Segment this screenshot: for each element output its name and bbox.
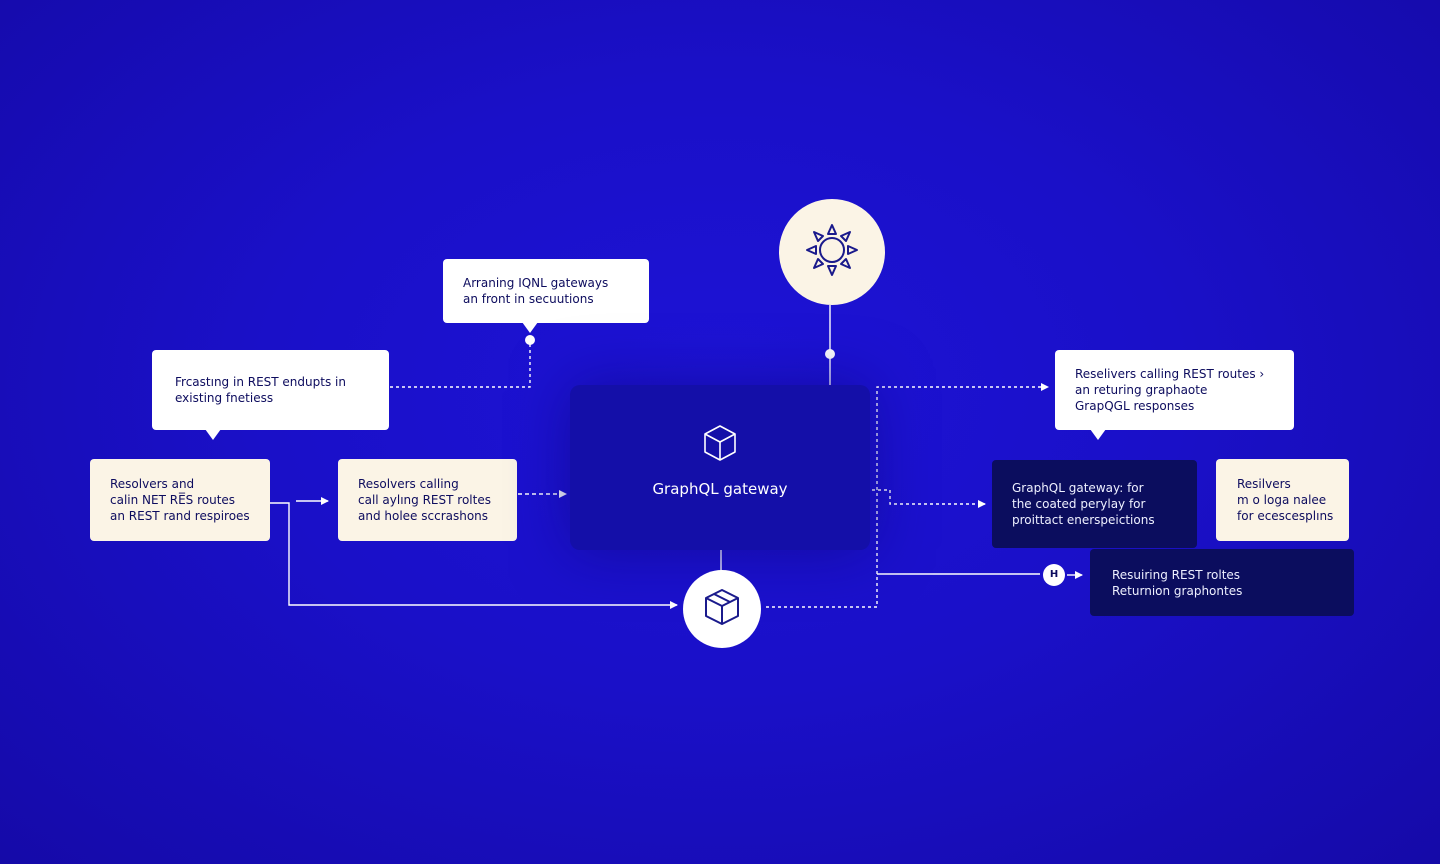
note-right-top: Reselivers calling REST routes › an retu… <box>1055 350 1294 430</box>
note-right-top-line-3: GrapQGL responses <box>1075 399 1195 413</box>
note-right-top-line-1: Reselivers calling REST routes › <box>1075 367 1265 381</box>
card-bottom-dark-line-2: Returnion graphontes <box>1112 583 1243 598</box>
top-circle-node <box>779 199 885 305</box>
card-bottom-dark-line-1: Resuiring REST roltes <box>1112 567 1241 582</box>
card-right-small: Resilvers m o loga nalee for ecescesplın… <box>1216 459 1349 541</box>
note-top-line-1: Arraning IQNL gateways <box>463 276 609 290</box>
note-left-line-1: Frcastıng in REST endupts in <box>175 375 346 389</box>
note-right-top-line-2: an returing graphaote <box>1075 383 1208 397</box>
note-top-line-2: an front in secuutions <box>463 292 594 306</box>
box-icon <box>703 587 741 631</box>
note-left-line-2: existing fnetiess <box>175 391 274 405</box>
card-right-small-line-2: m o loga nalee <box>1237 493 1327 507</box>
connector-left-to-bottom-circle <box>270 502 678 609</box>
note-top-tail <box>522 322 538 333</box>
card-left-resolvers-line-2: calin NET RE̅S routes <box>110 493 236 507</box>
card-right-small-line-3: for ecescesplıns <box>1237 509 1334 523</box>
card-mid-resolvers-line-2: call aylıng REST roltes <box>358 493 491 507</box>
connector-bottom-circle-to-right-note <box>766 383 1049 608</box>
connector-badge: H <box>1043 564 1065 586</box>
card-mid-resolvers-line-3: and holee sccrashons <box>358 509 489 523</box>
graphql-gateway-node: GraphQL gateway <box>570 385 870 550</box>
card-mid-resolvers-line-1: Resolvers calling <box>358 477 459 491</box>
note-top: Arraning IQNL gateways an front in secuu… <box>443 259 649 323</box>
card-left-resolvers-line-3: an REST rand respiroes <box>110 509 250 523</box>
card-left-resolvers-line-1: Resolvers and <box>110 477 195 491</box>
card-right-dark-line-1: GraphQL gateway: for <box>1012 481 1144 495</box>
cube-icon <box>702 423 738 467</box>
junction-dot-top-circle <box>825 349 835 359</box>
note-right-top-tail <box>1090 429 1106 440</box>
bottom-circle-node <box>683 570 761 648</box>
card-mid-resolvers: Resolvers calling call aylıng REST rolte… <box>338 459 517 541</box>
note-left-tail <box>205 429 221 440</box>
sun-gear-icon <box>801 219 863 285</box>
card-right-dark-line-3: proittact enerspeictions <box>1012 513 1155 527</box>
note-left: Frcastıng in REST endupts in existing fn… <box>152 350 389 430</box>
junction-dot-top-note <box>525 335 535 345</box>
card-right-dark-line-2: the coated perylay for <box>1012 497 1146 511</box>
card-right-dark: GraphQL gateway: for the coated perylay … <box>992 460 1197 548</box>
connector-gateway-to-right-dark <box>872 489 986 508</box>
connector-left-note-to-top-note <box>390 340 531 388</box>
card-right-small-line-1: Resilvers <box>1237 477 1291 491</box>
gateway-title: GraphQL gateway <box>652 480 788 498</box>
card-left-resolvers: Resolvers and calin NET RE̅S routes an R… <box>90 459 270 541</box>
card-bottom-dark: Resuiring REST roltes Returnion graphont… <box>1090 549 1354 616</box>
